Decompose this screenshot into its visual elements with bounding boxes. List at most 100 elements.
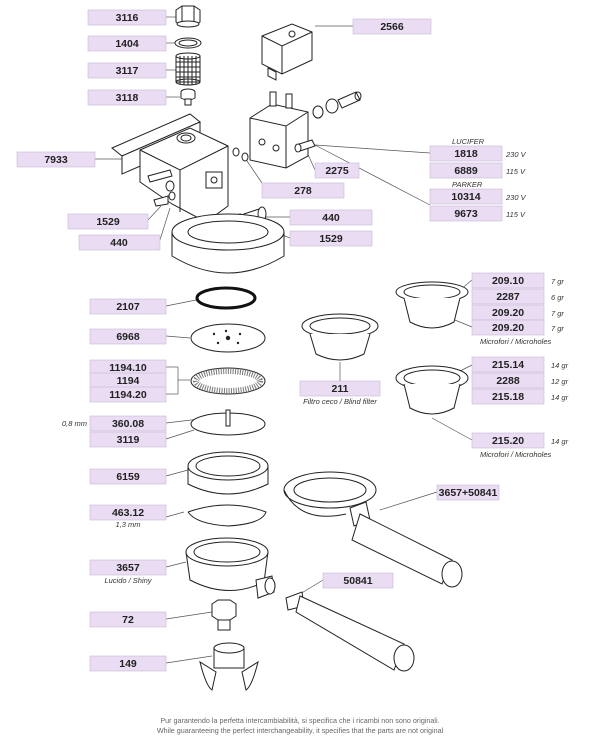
label-9673: 9673 bbox=[429, 205, 503, 222]
label-1529-right-text: 1529 bbox=[319, 233, 343, 245]
label-6968-text: 6968 bbox=[116, 331, 140, 343]
gr-215.18: 14 gr bbox=[551, 393, 569, 402]
label-72-text: 72 bbox=[122, 614, 134, 626]
label-6968: 6968 bbox=[89, 328, 167, 345]
label-1404-text: 1404 bbox=[115, 38, 139, 50]
label-3119: 3119 bbox=[89, 431, 167, 448]
label-2566: 2566 bbox=[352, 18, 432, 35]
label-360.08: 360.08 bbox=[89, 415, 167, 432]
note-lucido-shiny: Lucido / Shiny bbox=[104, 576, 152, 585]
gr-209.20-b: 7 gr bbox=[551, 324, 564, 333]
label-7933-text: 7933 bbox=[44, 154, 68, 166]
label-1194.20-text: 1194.20 bbox=[109, 389, 147, 401]
label-3118: 3118 bbox=[87, 89, 167, 106]
label-6159-text: 6159 bbox=[116, 471, 140, 483]
label-463.12: 463.12 bbox=[89, 504, 167, 521]
part-209-basket bbox=[395, 281, 469, 329]
label-3657-50841: 3657+50841 bbox=[436, 484, 500, 501]
label-278-text: 278 bbox=[294, 185, 312, 197]
label-209.10: 209.10 bbox=[471, 272, 545, 289]
label-3116: 3116 bbox=[87, 9, 167, 26]
gr-2287: 6 gr bbox=[551, 293, 564, 302]
label-2287: 2287 bbox=[471, 288, 545, 305]
label-1529-right: 1529 bbox=[289, 230, 373, 247]
label-3118-text: 3118 bbox=[116, 92, 139, 104]
label-1194-text: 1194 bbox=[117, 375, 140, 387]
label-50841-text: 50841 bbox=[343, 575, 372, 587]
label-3119-text: 3119 bbox=[117, 434, 140, 446]
label-3117-text: 3117 bbox=[116, 65, 139, 77]
label-215.20-text: 215.20 bbox=[492, 435, 524, 447]
volt-10314: 230 V bbox=[505, 193, 527, 202]
label-149-text: 149 bbox=[119, 658, 137, 670]
label-3657-text: 3657 bbox=[116, 562, 140, 574]
volt-9673: 115 V bbox=[506, 210, 526, 219]
label-10314-text: 10314 bbox=[451, 191, 480, 203]
label-2566-text: 2566 bbox=[380, 21, 404, 33]
part-463-spring bbox=[187, 504, 267, 527]
label-10314: 10314 bbox=[429, 188, 503, 205]
label-215.18: 215.18 bbox=[471, 388, 545, 405]
label-2288-text: 2288 bbox=[496, 375, 520, 387]
part-278-o-rings bbox=[232, 147, 249, 162]
note-blind-filter: Filtro ceco / Blind filter bbox=[303, 397, 377, 406]
part-72-nut bbox=[211, 599, 237, 631]
footer-line-1: Pur garantendo la perfetta intercambiabi… bbox=[160, 716, 439, 725]
part-3657-portafilter bbox=[185, 537, 276, 599]
volt-6889: 115 V bbox=[506, 167, 526, 176]
label-1404: 1404 bbox=[87, 35, 167, 52]
part-1404-gasket bbox=[174, 37, 202, 49]
volt-1818: 230 V bbox=[505, 150, 527, 159]
part-149-spout bbox=[199, 642, 259, 691]
label-7933: 7933 bbox=[16, 151, 96, 168]
note-microholes-1: Microfori / Microholes bbox=[480, 337, 552, 346]
label-2287-text: 2287 bbox=[496, 291, 520, 303]
label-360.08-text: 360.08 bbox=[112, 418, 144, 430]
part-2566-connector bbox=[261, 23, 313, 81]
label-215.18-text: 215.18 bbox=[492, 391, 524, 403]
part-2275-screw bbox=[294, 139, 316, 153]
label-9673-text: 9673 bbox=[454, 208, 478, 220]
parker-heading: PARKER bbox=[452, 180, 483, 189]
label-1529-left: 1529 bbox=[67, 213, 149, 230]
label-6889-text: 6889 bbox=[454, 165, 478, 177]
part-3118-screw bbox=[180, 88, 196, 106]
part-360-screw-plate bbox=[190, 409, 266, 436]
part-group-ring bbox=[171, 213, 285, 274]
part-50841-handle bbox=[285, 591, 415, 672]
label-440-left: 440 bbox=[78, 234, 161, 251]
note-0.8mm: 0,8 mm bbox=[62, 419, 87, 428]
label-1194.20: 1194.20 bbox=[89, 386, 167, 403]
label-6889: 6889 bbox=[429, 162, 503, 179]
label-215.20: 215.20 bbox=[471, 432, 545, 449]
label-149: 149 bbox=[89, 655, 167, 672]
part-2107-gasket bbox=[195, 286, 257, 310]
part-1194-screen bbox=[190, 367, 266, 395]
part-211-blind-filter bbox=[301, 313, 379, 361]
label-3116-text: 3116 bbox=[116, 12, 139, 24]
label-72: 72 bbox=[89, 611, 167, 628]
label-209.10-text: 209.10 bbox=[492, 275, 524, 287]
label-2107: 2107 bbox=[89, 298, 167, 315]
part-6159-ring bbox=[187, 451, 269, 495]
note-1.3mm: 1,3 mm bbox=[115, 520, 140, 529]
gr-209.20-a: 7 gr bbox=[551, 309, 564, 318]
part-3116-hex-cap bbox=[175, 5, 201, 28]
label-209.20-b-text: 209.20 bbox=[492, 322, 524, 334]
label-1818-text: 1818 bbox=[454, 148, 478, 160]
label-2275: 2275 bbox=[314, 162, 360, 179]
label-215.14-text: 215.14 bbox=[492, 359, 524, 371]
gr-209.10: 7 gr bbox=[551, 277, 564, 286]
label-3117: 3117 bbox=[87, 62, 167, 79]
part-7933-group-head bbox=[111, 113, 267, 227]
label-2275-text: 2275 bbox=[325, 165, 349, 177]
label-278: 278 bbox=[261, 182, 345, 199]
lucifer-heading: LUCIFER bbox=[452, 137, 485, 146]
label-2288: 2288 bbox=[471, 372, 545, 389]
part-3657-50841-portafilter-handle bbox=[283, 471, 463, 588]
label-440-right: 440 bbox=[289, 209, 373, 226]
label-211-text: 211 bbox=[332, 383, 349, 395]
label-1194: 1194 bbox=[89, 372, 167, 389]
label-440-right-text: 440 bbox=[322, 212, 340, 224]
label-1818: 1818 bbox=[429, 145, 503, 162]
